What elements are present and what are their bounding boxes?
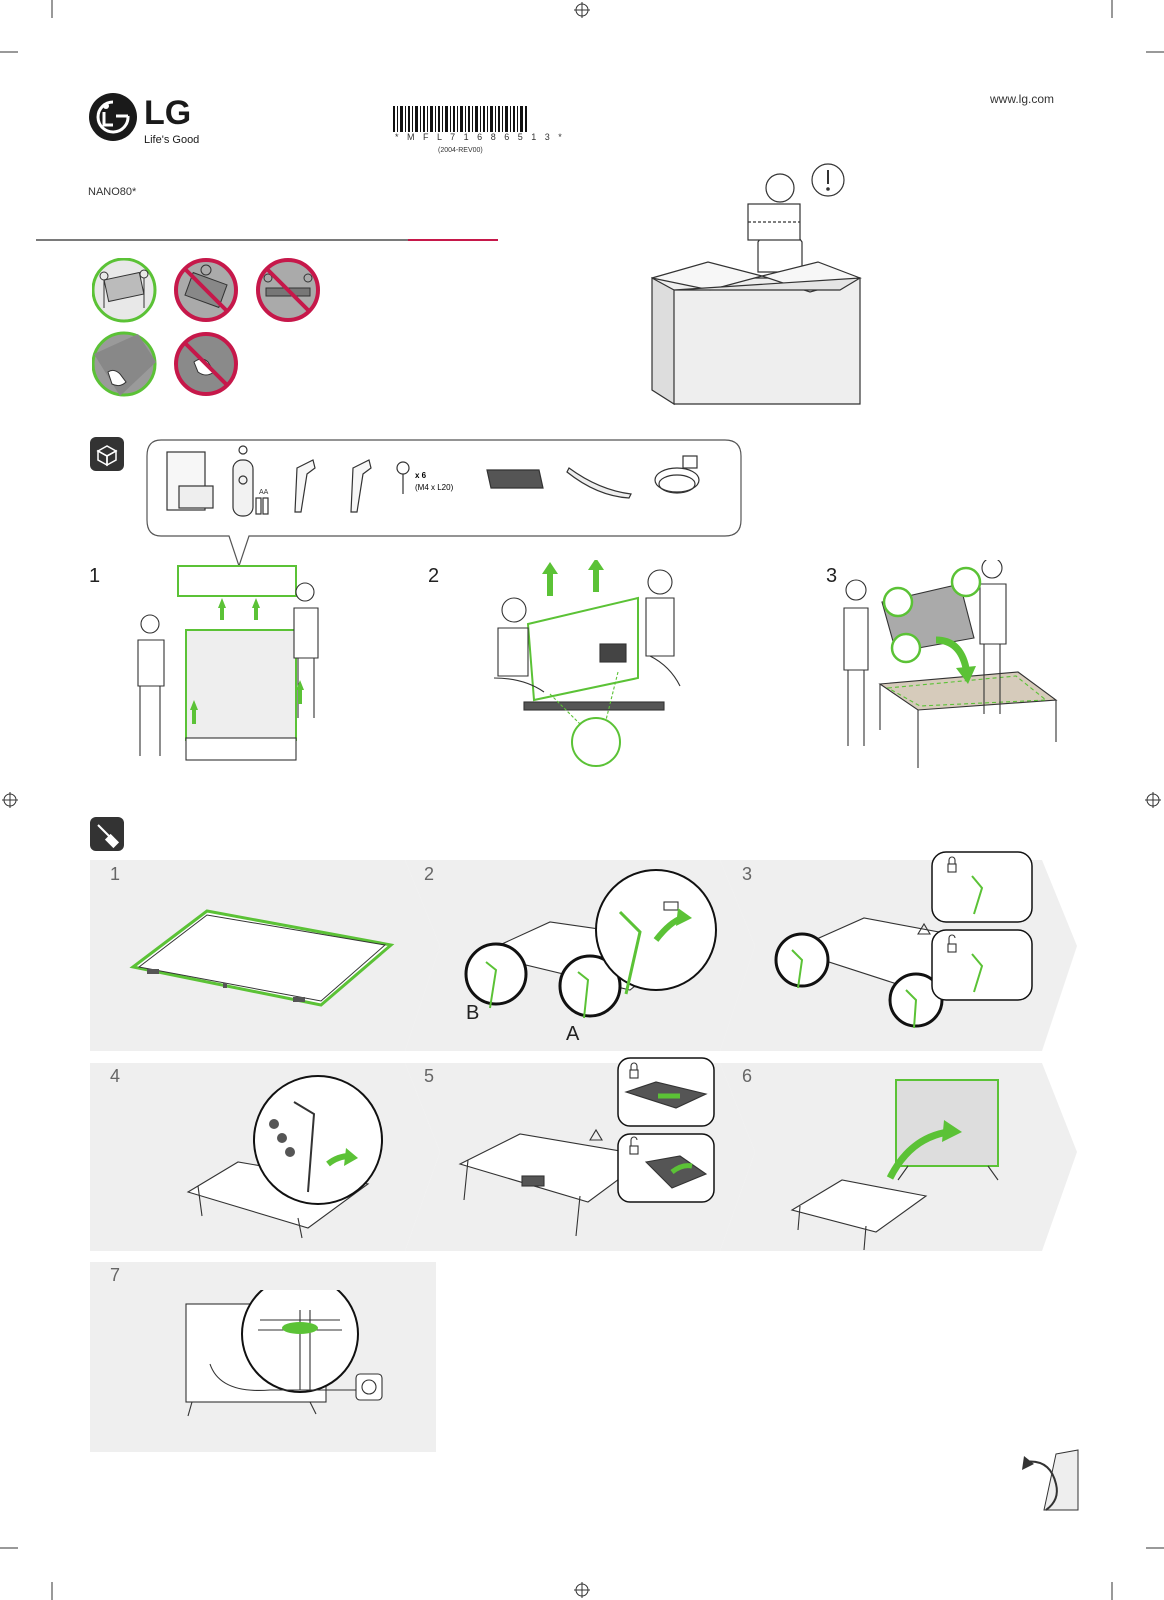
- assembly-step-2-number: 2: [424, 864, 435, 884]
- assembly-step-1-illustration: [129, 909, 395, 1007]
- assembly-step-4-number: 4: [110, 1066, 121, 1086]
- barcode: [393, 106, 527, 132]
- remote-control-icon: [232, 445, 254, 517]
- box-contents-icon: [90, 437, 124, 471]
- assembly-step-6-illustration: [790, 1079, 999, 1250]
- battery-label: AA: [259, 489, 269, 496]
- cable-holder-icon: [566, 467, 632, 499]
- lg-logo-text: LG: [144, 94, 192, 132]
- unpack-step-3-illustration: [843, 560, 1058, 768]
- handling-wrong-flat: [256, 258, 320, 322]
- accessories-panel: AA x 6 (M4 x L20): [146, 439, 742, 568]
- assembly-step-2-illustration: [464, 869, 717, 1019]
- battery-icon: [255, 497, 269, 515]
- box-opening-warning: [651, 163, 862, 406]
- handling-correct-upright: [92, 258, 157, 323]
- assembly-step-5-illustration: [458, 1057, 715, 1237]
- screw-icon: [396, 461, 410, 494]
- unpack-step-3-number: 3: [826, 565, 838, 587]
- assembly-step-7-number: 7: [110, 1265, 121, 1285]
- assembly-step-5-number: 5: [424, 1066, 435, 1086]
- leg-label-b: B: [466, 1002, 480, 1024]
- unpack-step-1-number: 1: [89, 565, 101, 587]
- screwdriver-icon: [90, 817, 124, 851]
- barcode-revision: (2004-REV00): [438, 147, 483, 154]
- unpack-step-1-illustration: [137, 565, 319, 761]
- lg-logo-mark: [89, 93, 137, 141]
- screw-spec: (M4 x L20): [415, 483, 454, 492]
- handling-wrong-touch: [174, 332, 238, 396]
- page-turn-icon: [1022, 1449, 1079, 1511]
- barcode-number: * M F L 7 1 6 8 6 5 1 3 *: [395, 132, 565, 142]
- stand-leg-b-icon: [294, 459, 316, 513]
- handling-correct-frame: [92, 331, 157, 397]
- assembly-step-3-number: 3: [742, 864, 753, 884]
- header-rule: [36, 239, 408, 241]
- unpack-step-2-number: 2: [428, 565, 440, 587]
- screwdriver-glyph: [97, 824, 120, 849]
- box-contents-glyph: [96, 445, 118, 467]
- cover-icon: [486, 469, 544, 489]
- model-number: NANO80*: [88, 186, 137, 198]
- handling-wrong-facing: [174, 258, 238, 322]
- assembly-step-4-illustration: [186, 1075, 383, 1239]
- handling-icons: [92, 258, 320, 397]
- header-rule-accent: [408, 239, 498, 241]
- power-cord-icon: [654, 455, 700, 494]
- leg-label-a: A: [566, 1023, 580, 1045]
- website-url: www.lg.com: [990, 92, 1055, 106]
- assembly-step-3-illustration: [774, 851, 1033, 1029]
- tagline: Life's Good: [144, 134, 200, 146]
- manual-icon: [166, 451, 214, 511]
- assembly-step-7-illustration: [185, 1290, 383, 1417]
- assembly-step-1-number: 1: [110, 864, 121, 884]
- unpack-step-2-illustration: [493, 560, 681, 767]
- assembly-step-6-number: 6: [742, 1066, 753, 1086]
- lg-logo: LG Life's Good: [88, 92, 208, 152]
- screw-quantity: x 6: [415, 471, 427, 480]
- stand-leg-a-icon: [350, 459, 372, 513]
